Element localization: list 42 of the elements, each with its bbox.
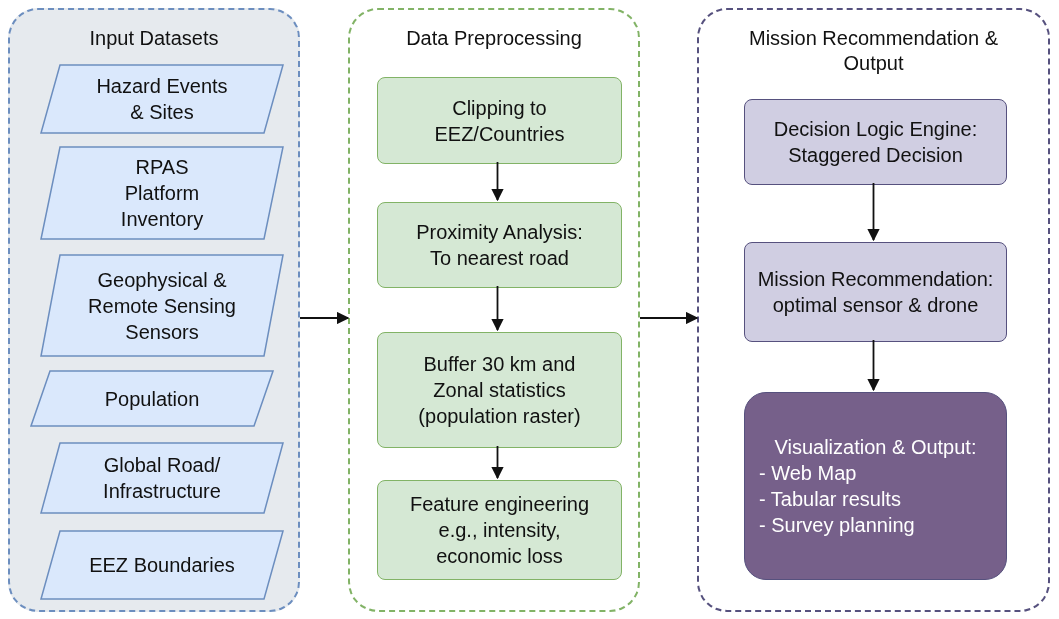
output-box (744, 392, 1007, 580)
input-group-panel (8, 8, 300, 612)
group-title: Data Preprocessing (405, 26, 583, 51)
group-title: Input Datasets (88, 26, 220, 51)
node-label: Mission Recommendation: optimal sensor & drone (757, 267, 994, 318)
arrow (639, 311, 699, 325)
process-box (377, 77, 622, 164)
node-label: Clipping to EEZ/Countries (433, 95, 566, 147)
dataset-parallelogram (30, 370, 274, 427)
list-item: - Survey planning (759, 513, 915, 538)
process-box (744, 242, 1007, 342)
arrow (491, 445, 504, 480)
process-box (377, 202, 622, 288)
arrow (867, 339, 880, 392)
node-label: Proximity Analysis: To nearest road (415, 220, 584, 271)
node-label: Population (104, 386, 200, 412)
node-label: Feature engineering e.g., intensity, economic loss (409, 492, 590, 569)
dataset-parallelogram (40, 530, 284, 600)
node-label: Geophysical & Remote Sensing Sensors (87, 267, 237, 345)
arrow (491, 161, 504, 202)
process-box (377, 480, 622, 580)
node-label: Buffer 30 km and Zonal statistics (population raster) (417, 352, 582, 429)
dataset-parallelogram (40, 64, 284, 134)
node-label: Hazard Events & Sites (95, 74, 229, 125)
arrow (867, 182, 880, 242)
arrow (299, 311, 350, 325)
preprocessing-group-panel (348, 8, 640, 612)
node-label: Global Road/ Infrastructure (102, 453, 222, 504)
list-item: - Tabular results (759, 487, 901, 512)
dataset-parallelogram (40, 254, 284, 357)
dataset-parallelogram (40, 442, 284, 514)
group-title: Mission Recommendation & Output (748, 26, 999, 76)
dataset-parallelogram (40, 146, 284, 240)
arrow (491, 285, 504, 332)
node-label: Decision Logic Engine: Staggered Decision (772, 117, 979, 168)
node-label: Visualization & Output: (774, 435, 977, 460)
process-box (377, 332, 622, 448)
node-label: EEZ Boundaries (89, 553, 235, 578)
list-item: - Web Map (759, 461, 857, 486)
process-box (744, 99, 1007, 185)
node-label: RPAS Platform Inventory (119, 155, 205, 232)
mission-group-panel (697, 8, 1050, 612)
